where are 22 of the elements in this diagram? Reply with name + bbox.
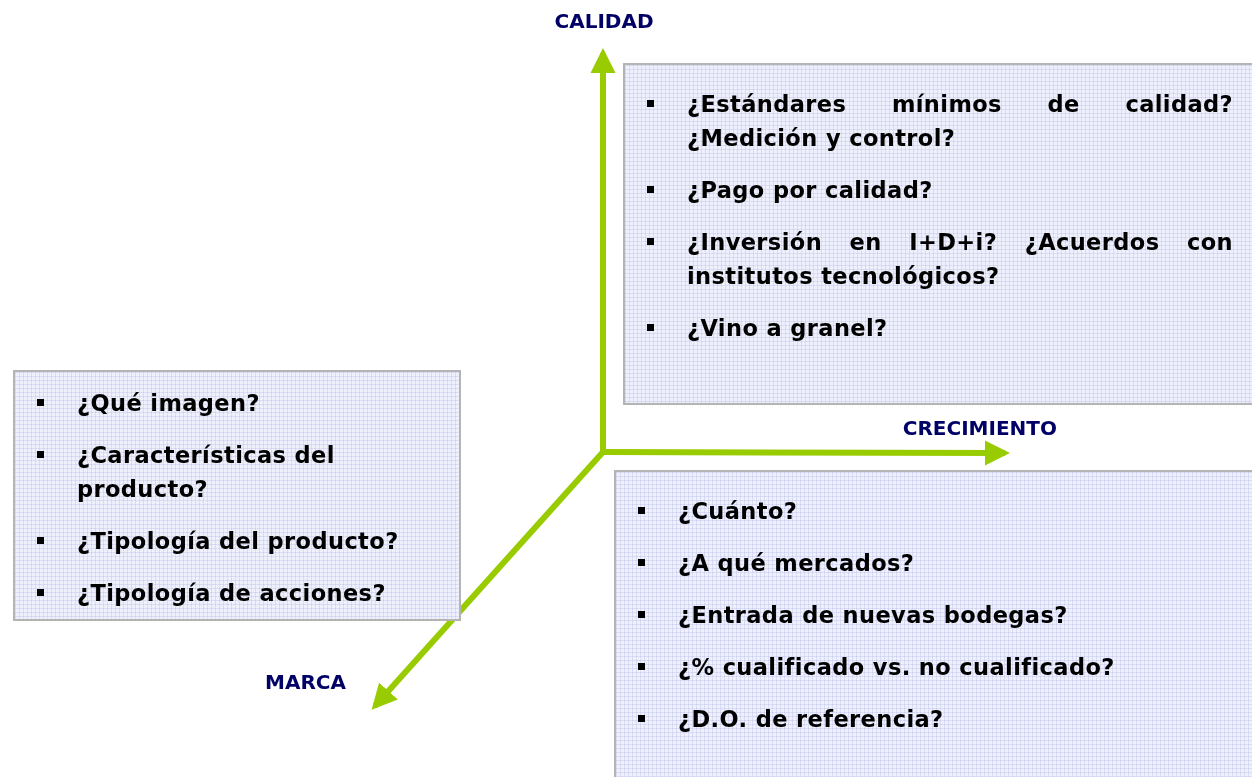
question-text: ¿D.O. de referencia?: [678, 705, 945, 734]
axis-label: CALIDAD: [540, 9, 668, 53]
question-panel: [623, 63, 1252, 405]
axis-arrow: [590, 47, 616, 452]
question-text: ¿Inversión en I+D+i? ¿Acuerdos con institutos tecnológicos?: [687, 228, 1233, 291]
question-text: ¿% cualificado vs. no cualificado?: [678, 653, 1116, 682]
question-text: ¿Cuánto?: [678, 497, 799, 526]
question-text: ¿Entrada de nuevas bodegas?: [678, 601, 1069, 630]
axis-arrow: [371, 450, 606, 710]
question-text: ¿Vino a granel?: [687, 314, 889, 343]
question-panel: [614, 470, 1252, 777]
question-text: ¿Estándares mínimos de calidad? ¿Medición y control?: [687, 90, 1233, 153]
question-panel: [13, 370, 461, 621]
axis-label: CRECIMIENTO: [843, 416, 1057, 453]
question-text: ¿Tipología del producto?: [77, 527, 400, 556]
question-text: ¿Qué imagen?: [77, 389, 261, 418]
axis-label: MARCA: [265, 670, 375, 706]
question-text: ¿Tipología de acciones?: [77, 579, 387, 608]
question-text: ¿Características del producto?: [77, 441, 336, 504]
question-text: ¿A qué mercados?: [678, 549, 916, 578]
question-text: ¿Pago por calidad?: [687, 176, 934, 205]
axis-arrow: [603, 440, 1011, 466]
